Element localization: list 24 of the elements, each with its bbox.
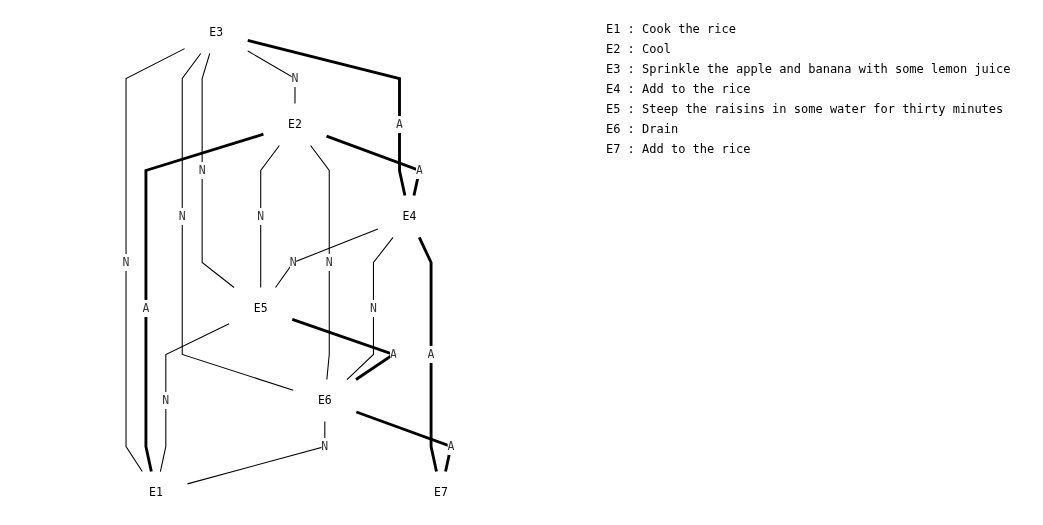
legend-text: E6 : Drain: [605, 122, 680, 136]
legend-text: E3 : Sprinkle the apple and banana with some lemon juice: [605, 62, 1012, 76]
edge-label: A: [396, 115, 404, 134]
legend-text: E2 : Cool: [605, 42, 672, 56]
edge-label: N: [370, 299, 378, 318]
legend-text: E7 : Add to the rice: [605, 142, 752, 156]
legend-text: E4 : Add to the rice: [605, 82, 752, 96]
node-label: E7: [434, 485, 449, 499]
edge-label: N: [179, 207, 187, 226]
edge-label: A: [428, 345, 435, 364]
node-label: E5: [254, 301, 268, 315]
node-label: E6: [318, 393, 333, 407]
edge-label: N: [199, 161, 206, 180]
legend-text: E1 : Cook the rice: [605, 22, 737, 36]
edge-label: N: [162, 391, 170, 410]
node-label: E1: [149, 485, 164, 499]
node-label: E4: [402, 209, 417, 223]
legend-text: E5 : Steep the raisins in some water for thirty minutes: [605, 102, 1005, 116]
node-label: E2: [288, 117, 303, 131]
edge-label: N: [257, 207, 265, 226]
edge-label: N: [122, 253, 130, 272]
edge-label: N: [326, 253, 334, 272]
node-label: E3: [209, 25, 224, 39]
edge-label: A: [142, 299, 150, 318]
